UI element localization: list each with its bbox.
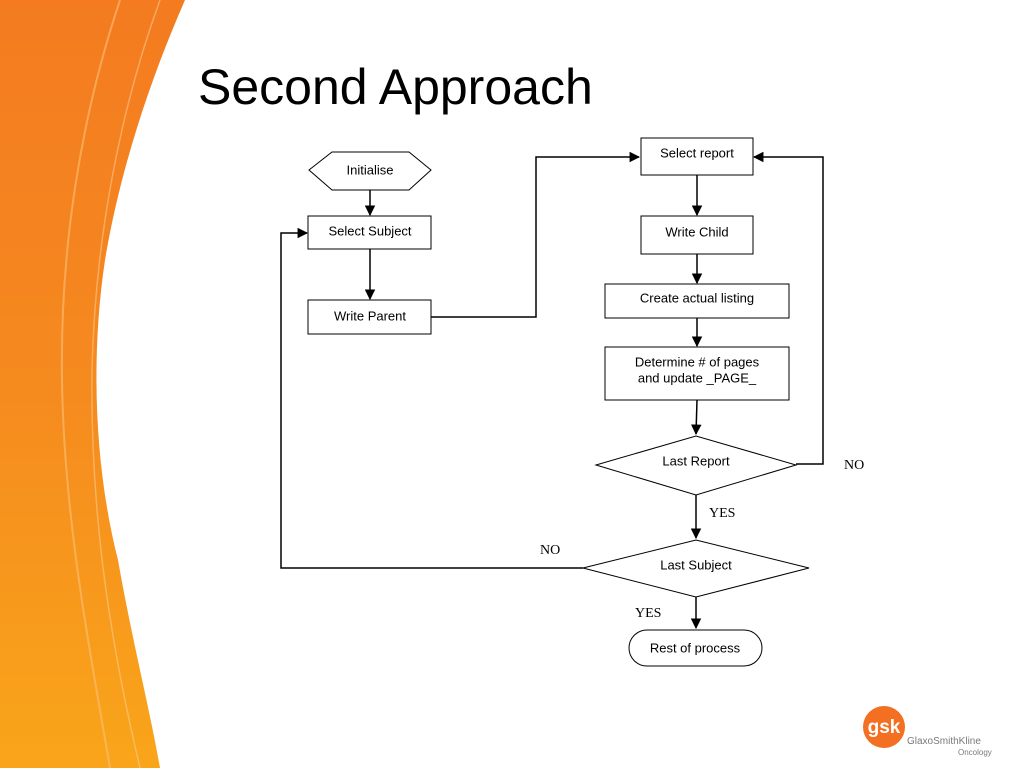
edge-last-subject-no-loop [280,227,583,569]
edge-determine-pages-to-last-report [691,399,702,436]
node-write-parent: Write Parent [307,299,432,335]
node-initialise: Initialise [308,151,432,191]
node-determine-pages-label-line2: and update _PAGE_ [638,370,757,385]
gsk-logo: gsk GlaxoSmithKline Oncology [862,706,992,762]
edge-last-report-no-loop [752,151,824,465]
flow-connectors [280,151,824,630]
node-initialise-label: Initialise [347,162,394,177]
edge-write-parent-to-select-report [431,151,641,318]
node-create-listing-label: Create actual listing [640,290,754,305]
decision-last-report: Last Report [594,435,798,496]
gsk-logo-division: Oncology [958,748,992,757]
edge-label-last-subject-no: NO [540,543,560,558]
node-create-listing: Create actual listing [604,283,790,319]
node-write-child: Write Child [640,215,754,255]
node-determine-pages: Determine # of pages and update _PAGE_ [604,346,790,401]
decorative-left-band [0,0,185,769]
gsk-logo-mark [863,706,905,748]
node-write-child-label: Write Child [665,224,728,239]
slide-title: Second Approach [198,59,593,115]
decision-last-report-label: Last Report [662,453,730,468]
node-write-parent-label: Write Parent [334,308,406,323]
decision-last-subject-label: Last Subject [660,557,732,572]
node-select-report-label: Select report [660,145,734,160]
node-determine-pages-label-line1: Determine # of pages [635,354,760,369]
node-select-subject-label: Select Subject [328,223,411,238]
edge-label-last-report-no: NO [844,458,864,473]
gsk-logo-mark-text: gsk [868,717,901,738]
terminal-rest-of-process: Rest of process [628,629,763,667]
decision-last-subject: Last Subject [582,539,810,598]
edge-label-last-subject-yes: YES [635,606,661,621]
terminal-rest-of-process-label: Rest of process [650,640,741,655]
edge-label-last-report-yes: YES [709,506,735,521]
gsk-logo-name: GlaxoSmithKline [907,736,981,747]
node-select-subject: Select Subject [307,215,432,250]
node-select-report: Select report [640,137,754,176]
